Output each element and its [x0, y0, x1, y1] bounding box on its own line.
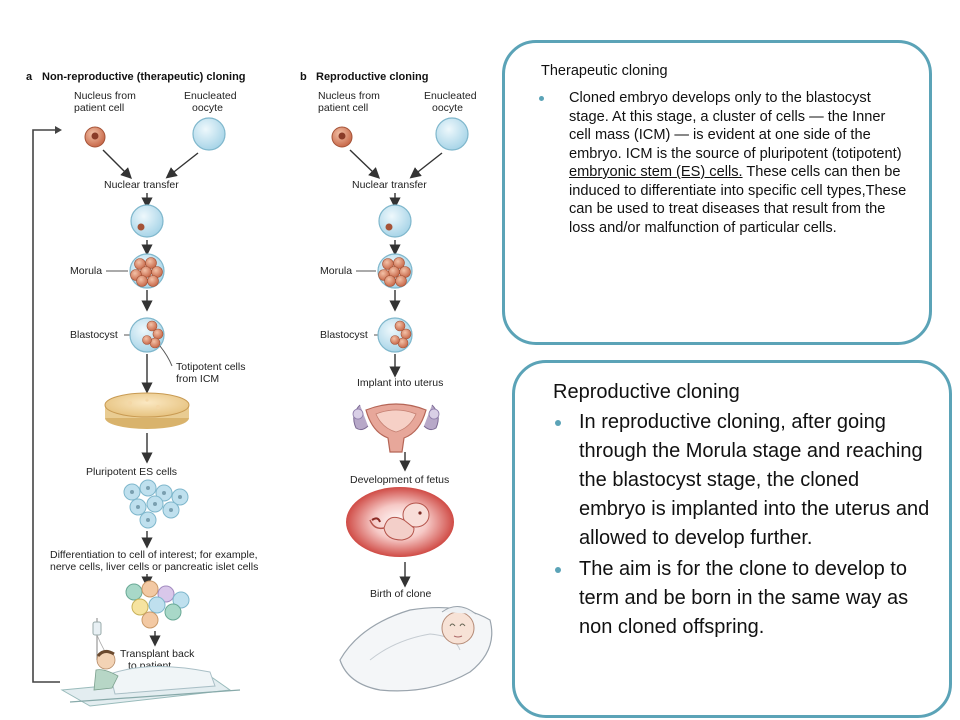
reproductive-bullet-list: In reproductive cloning, after going thr…	[553, 408, 931, 642]
differentiated-cells-icon	[125, 580, 190, 629]
fetus-icon	[346, 487, 454, 557]
reproductive-cloning-box: Reproductive cloning In reproductive clo…	[512, 360, 952, 718]
panel-b-letter: b	[300, 71, 307, 83]
panel-a-letter: a	[26, 71, 33, 83]
reproductive-box-title: Reproductive cloning	[553, 381, 740, 403]
es-cells-icon	[123, 479, 189, 529]
panel-a-title: Non-reproductive (therapeutic) cloning	[42, 71, 246, 83]
development-label: Development of fetus	[350, 474, 449, 486]
uterus-icon	[352, 403, 440, 453]
oocyte-label-a-2: oocyte	[192, 102, 223, 114]
nucleus-label-a-2: patient cell	[74, 102, 124, 114]
loop-arrow-icon	[55, 126, 62, 134]
cell-nucleus-icon	[91, 132, 99, 140]
oocyte-label-a-1: Enucleated	[184, 90, 237, 102]
es-cells-underlined: embryonic stem (ES) cells.	[569, 164, 743, 180]
therapeutic-text-part2: These cells can then be induced to diffe…	[569, 164, 907, 236]
blastocyst-icon	[377, 317, 413, 353]
totipotent-label-2: from ICM	[176, 373, 219, 385]
therapeutic-text-part1: Cloned embryo develops only to the blast…	[569, 90, 902, 162]
oocyte-label-b-1: Enucleated	[424, 90, 477, 102]
birth-label: Birth of clone	[370, 588, 431, 600]
transferred-nucleus-icon	[137, 223, 145, 231]
therapeutic-bullet-list: Cloned embryo develops only to the blast…	[539, 89, 907, 237]
nucleus-label-a-1: Nucleus from	[74, 90, 136, 102]
blastocyst-icon	[129, 317, 165, 353]
differentiation-label-2: nerve cells, liver cells or pancreatic i…	[50, 561, 258, 573]
baby-icon	[339, 606, 493, 692]
totipotent-label-1: Totipotent cells	[176, 361, 245, 373]
panel-b-title: Reproductive cloning	[316, 71, 428, 83]
therapeutic-box-title: Therapeutic cloning	[541, 63, 668, 79]
panel-a: Nucleus from patient cell Enucleated ooc…	[32, 90, 258, 707]
return-loop-line	[32, 129, 60, 683]
nuclear-transfer-label-b: Nuclear transfer	[352, 179, 427, 191]
nucleus-label-b-1: Nucleus from	[318, 90, 380, 102]
panel-b: Nucleus from patient cell Enucleated ooc…	[318, 90, 493, 692]
morula-icon	[129, 253, 165, 289]
therapeutic-cloning-box: Therapeutic cloning Cloned embryo develo…	[502, 40, 932, 345]
blastocyst-label-a: Blastocyst	[70, 329, 118, 341]
transplant-label-1: Transplant back	[120, 648, 195, 660]
oocyte-icon	[192, 117, 226, 151]
blastocyst-label-b: Blastocyst	[320, 329, 368, 341]
reconstructed-egg-icon	[130, 204, 164, 238]
pluripotent-label: Pluripotent ES cells	[86, 466, 177, 478]
therapeutic-bullet: Cloned embryo develops only to the blast…	[539, 89, 907, 237]
reconstructed-egg-icon	[378, 204, 412, 238]
morula-icon	[377, 253, 413, 289]
oocyte-label-b-2: oocyte	[432, 102, 463, 114]
reproductive-bullet-2: The aim is for the clone to develop to t…	[553, 555, 931, 642]
morula-label-a: Morula	[70, 265, 102, 277]
nucleus-label-b-2: patient cell	[318, 102, 368, 114]
patient-bed-icon	[60, 618, 241, 707]
cell-nucleus-icon	[338, 132, 346, 140]
morula-label-b: Morula	[320, 265, 352, 277]
differentiation-label-1: Differentiation to cell of interest; for…	[50, 549, 258, 561]
cloning-figure: a Non-reproductive (therapeutic) cloning…	[26, 71, 493, 707]
petri-dish-icon	[104, 392, 190, 429]
transferred-nucleus-icon	[385, 223, 393, 231]
implant-label: Implant into uterus	[357, 377, 443, 389]
oocyte-icon	[435, 117, 469, 151]
nuclear-transfer-label-a: Nuclear transfer	[104, 179, 179, 191]
reproductive-bullet-1: In reproductive cloning, after going thr…	[553, 408, 931, 553]
